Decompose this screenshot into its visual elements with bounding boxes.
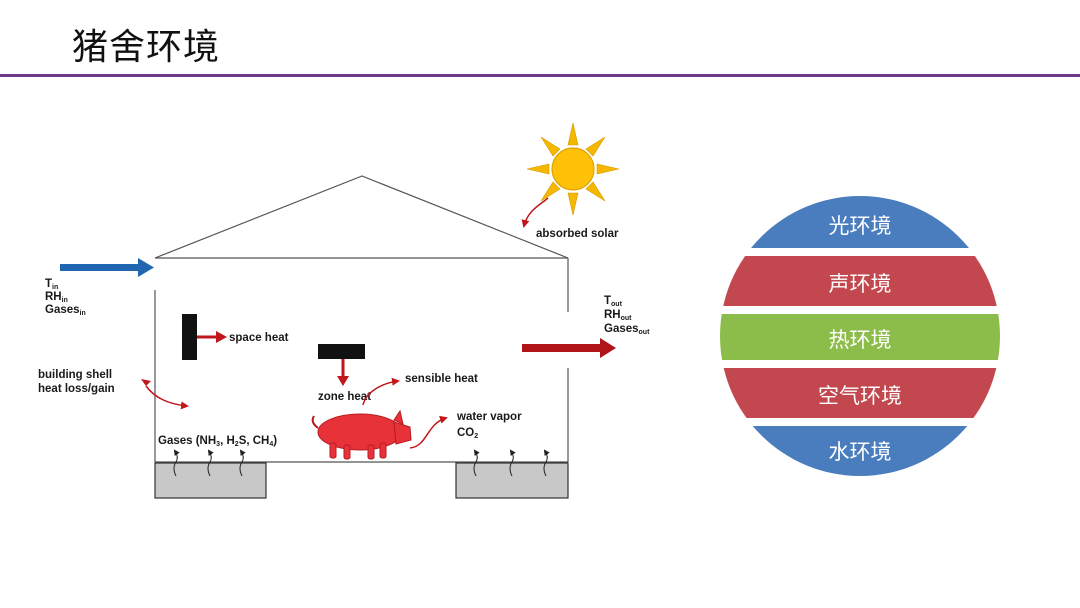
sensible-heat-label: sensible heat <box>405 373 478 385</box>
env-label-air: 空气环境 <box>818 384 902 408</box>
solar-arrow <box>521 197 549 228</box>
title-divider <box>0 74 1080 77</box>
env-band-water: 水环境 <box>720 426 1000 476</box>
manure-pit-right <box>455 462 569 499</box>
sun-icon <box>526 122 620 216</box>
inflow-humidity: RHin <box>45 291 68 304</box>
outflow-gases: Gasesout <box>604 323 650 336</box>
page-title: 猪舍环境 <box>72 27 221 68</box>
pig-icon <box>311 409 412 460</box>
outflow-arrow <box>522 338 616 358</box>
water-vapor-label: water vapor <box>456 411 522 423</box>
building-shell-label: building shell <box>38 369 112 381</box>
zone-heater-icon <box>318 344 365 386</box>
inflow-arrow <box>60 258 154 277</box>
absorbed-solar-label: absorbed solar <box>536 228 619 240</box>
env-label-light: 光环境 <box>828 214 892 238</box>
inflow-gases: Gasesin <box>45 304 86 317</box>
env-band-thermal: 热环境 <box>720 314 1000 360</box>
floor-gases-label: Gases (NH3, H2S, CH4) <box>158 435 277 448</box>
inflow-temperature: Tin <box>45 278 58 291</box>
env-label-thermal: 热环境 <box>828 328 892 352</box>
barn-diagram: absorbed solar Tin RHin Gasesin Tout RHo… <box>38 122 650 499</box>
barn-outline <box>154 175 569 463</box>
space-heat-label: space heat <box>229 332 289 344</box>
env-label-sound: 声环境 <box>828 272 892 296</box>
heat-loss-gain-label: heat loss/gain <box>38 383 115 395</box>
water-vapor-arrow <box>409 415 448 449</box>
co2-label: CO2 <box>457 427 478 440</box>
env-band-light: 光环境 <box>720 196 1000 248</box>
outflow-temperature: Tout <box>604 295 623 308</box>
sensible-heat-arrow <box>362 377 400 406</box>
shell-heat-arrow-tail <box>141 379 151 386</box>
env-band-air: 空气环境 <box>720 368 1000 418</box>
environment-sphere: 光环境 声环境 热环境 空气环境 水环境 <box>720 196 1000 476</box>
gas-emission-arrows <box>173 449 550 477</box>
space-heater-icon <box>182 314 227 360</box>
manure-pit-left <box>154 462 267 499</box>
shell-heat-arrow <box>145 385 189 410</box>
outflow-humidity: RHout <box>604 309 632 322</box>
zone-heat-label: zone heat <box>318 391 371 403</box>
env-label-water: 水环境 <box>828 440 892 464</box>
env-band-sound: 声环境 <box>720 256 1000 306</box>
